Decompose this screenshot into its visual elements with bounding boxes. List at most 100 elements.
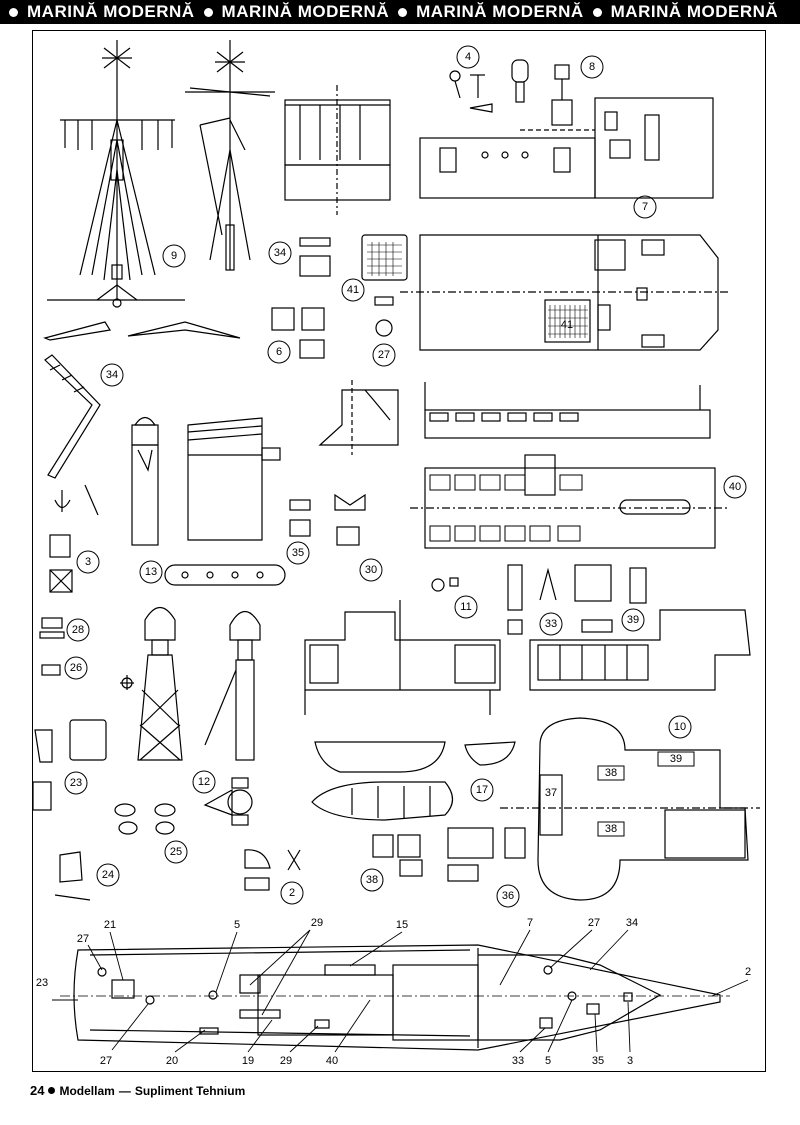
lifeboats-17 [311,741,516,821]
callout-24: 24 [102,869,114,881]
small-parts-35-30 [289,493,366,546]
callout-27: 27 [378,349,390,361]
superstructure-elevation-7 [419,97,714,199]
yard-arms [43,321,241,341]
anchor-fittings [49,484,99,593]
page-footer: 24 Modellam — Supliment Tehnium [30,1083,245,1098]
deck-label-37: 37 [545,787,557,799]
callout-11: 11 [460,601,471,613]
header-title: MARINĂ MODERNĂ [610,2,779,21]
hull-label-5b: 5 [545,1055,551,1067]
part-number-callouts: 4 8 7 9 34 41 6 27 34 3 13 35 30 40 11 3… [64,45,747,908]
hull-label-34: 34 [626,917,638,929]
small-parts-cluster [271,237,394,359]
deck-boxed-labels: 38 39 37 38 41 [545,319,695,837]
callout-9: 9 [171,250,177,262]
deck-plan-7 [400,234,730,351]
small-parts-left-column [32,617,134,811]
footer-separator: — [118,1083,131,1098]
callout-34b: 34 [106,369,118,381]
hull-label-29: 29 [311,917,323,929]
magazine-name: Modellam [59,1083,115,1098]
small-fittings-4-8 [449,59,573,126]
bullet-icon [592,7,602,17]
rack-13 [164,564,286,586]
callout-38: 38 [366,874,378,886]
callout-3: 3 [85,556,91,568]
callout-12: 12 [198,776,210,788]
bullet-icon [398,7,408,17]
hull-label-19: 19 [242,1055,254,1067]
hull-label-27: 27 [77,933,89,945]
bullet-icon [203,7,213,17]
callout-circle [456,45,480,69]
callout-4: 4 [465,51,471,63]
callout-41: 41 [347,284,359,296]
bullet-icon [48,1087,56,1094]
hull-label-29b: 29 [280,1055,292,1067]
hull-deck-plan [60,944,730,1051]
deckhouse-elevation [284,85,391,215]
hull-label-5: 5 [234,919,240,931]
deck-label-38: 38 [605,767,617,779]
header-title: MARINĂ MODERNĂ [27,2,195,21]
callout-35: 35 [292,547,304,559]
hull-labels: 27 21 5 29 15 7 27 34 2 23 27 20 19 29 4… [36,917,751,1067]
propellers-25 [54,803,176,901]
hull-label-15: 15 [396,919,408,931]
funnel-13 [131,416,159,546]
callout-36: 36 [502,890,514,902]
callout-40: 40 [729,481,741,493]
supplement-name: Supliment Tehnium [134,1083,246,1098]
bulwark-panel-upper [424,382,711,439]
hull-label-35: 35 [592,1055,604,1067]
deck-plan-10 [500,717,760,901]
callout-6: 6 [276,346,282,358]
bridge-elevation [304,600,501,715]
callout-30: 30 [365,564,377,576]
bullet-icon [9,7,18,17]
hull-label-27b: 27 [588,917,600,929]
deck-plan-40 [410,454,730,549]
callout-17: 17 [476,784,488,796]
header-segment: MARINĂ MODERNĂ [584,2,779,22]
callout-8: 8 [589,61,595,73]
hull-label-33: 33 [512,1055,524,1067]
hull-label-40: 40 [326,1055,338,1067]
railing-panel-39 [529,609,751,691]
callout-7: 7 [642,201,648,213]
page-number: 24 [30,1083,45,1098]
funnel-elevation [187,417,281,541]
mast-drawing-right [185,40,275,271]
hull-leader-lines [52,929,749,1053]
hull-label-2: 2 [745,966,751,978]
mast-drawing-left [47,40,185,308]
header-title: MARINĂ MODERNĂ [221,2,390,21]
callout-26: 26 [70,662,82,674]
callout-13: 13 [145,566,157,578]
callout-33: 33 [545,618,557,630]
hull-label-21: 21 [104,919,116,931]
radar-tower-12 [137,606,261,761]
callout-39: 39 [627,614,639,626]
header-title: MARINĂ MODERNĂ [416,2,584,21]
chock-elevation [318,380,399,455]
callout-23: 23 [70,777,82,789]
deck-label-38b: 38 [605,823,617,835]
davit-arm-34 [44,354,101,479]
callout-28: 28 [72,624,84,636]
hull-label-3: 3 [627,1055,633,1067]
hull-label-23: 23 [36,977,48,989]
header-segment: MARINĂ MODERNĂ [195,2,390,22]
small-parts-11-33-39 [431,564,647,635]
grating-41 [361,234,408,281]
drawing-frame [32,30,766,1072]
deck-label-39: 39 [670,753,682,765]
deck-label-41: 41 [561,319,573,331]
header-segment: MARINĂ MODERNĂ [0,2,195,22]
small-parts-2-38-36 [244,827,526,891]
callout-10: 10 [674,721,686,733]
hull-label-27c: 27 [100,1055,112,1067]
callout-34: 34 [274,247,286,259]
